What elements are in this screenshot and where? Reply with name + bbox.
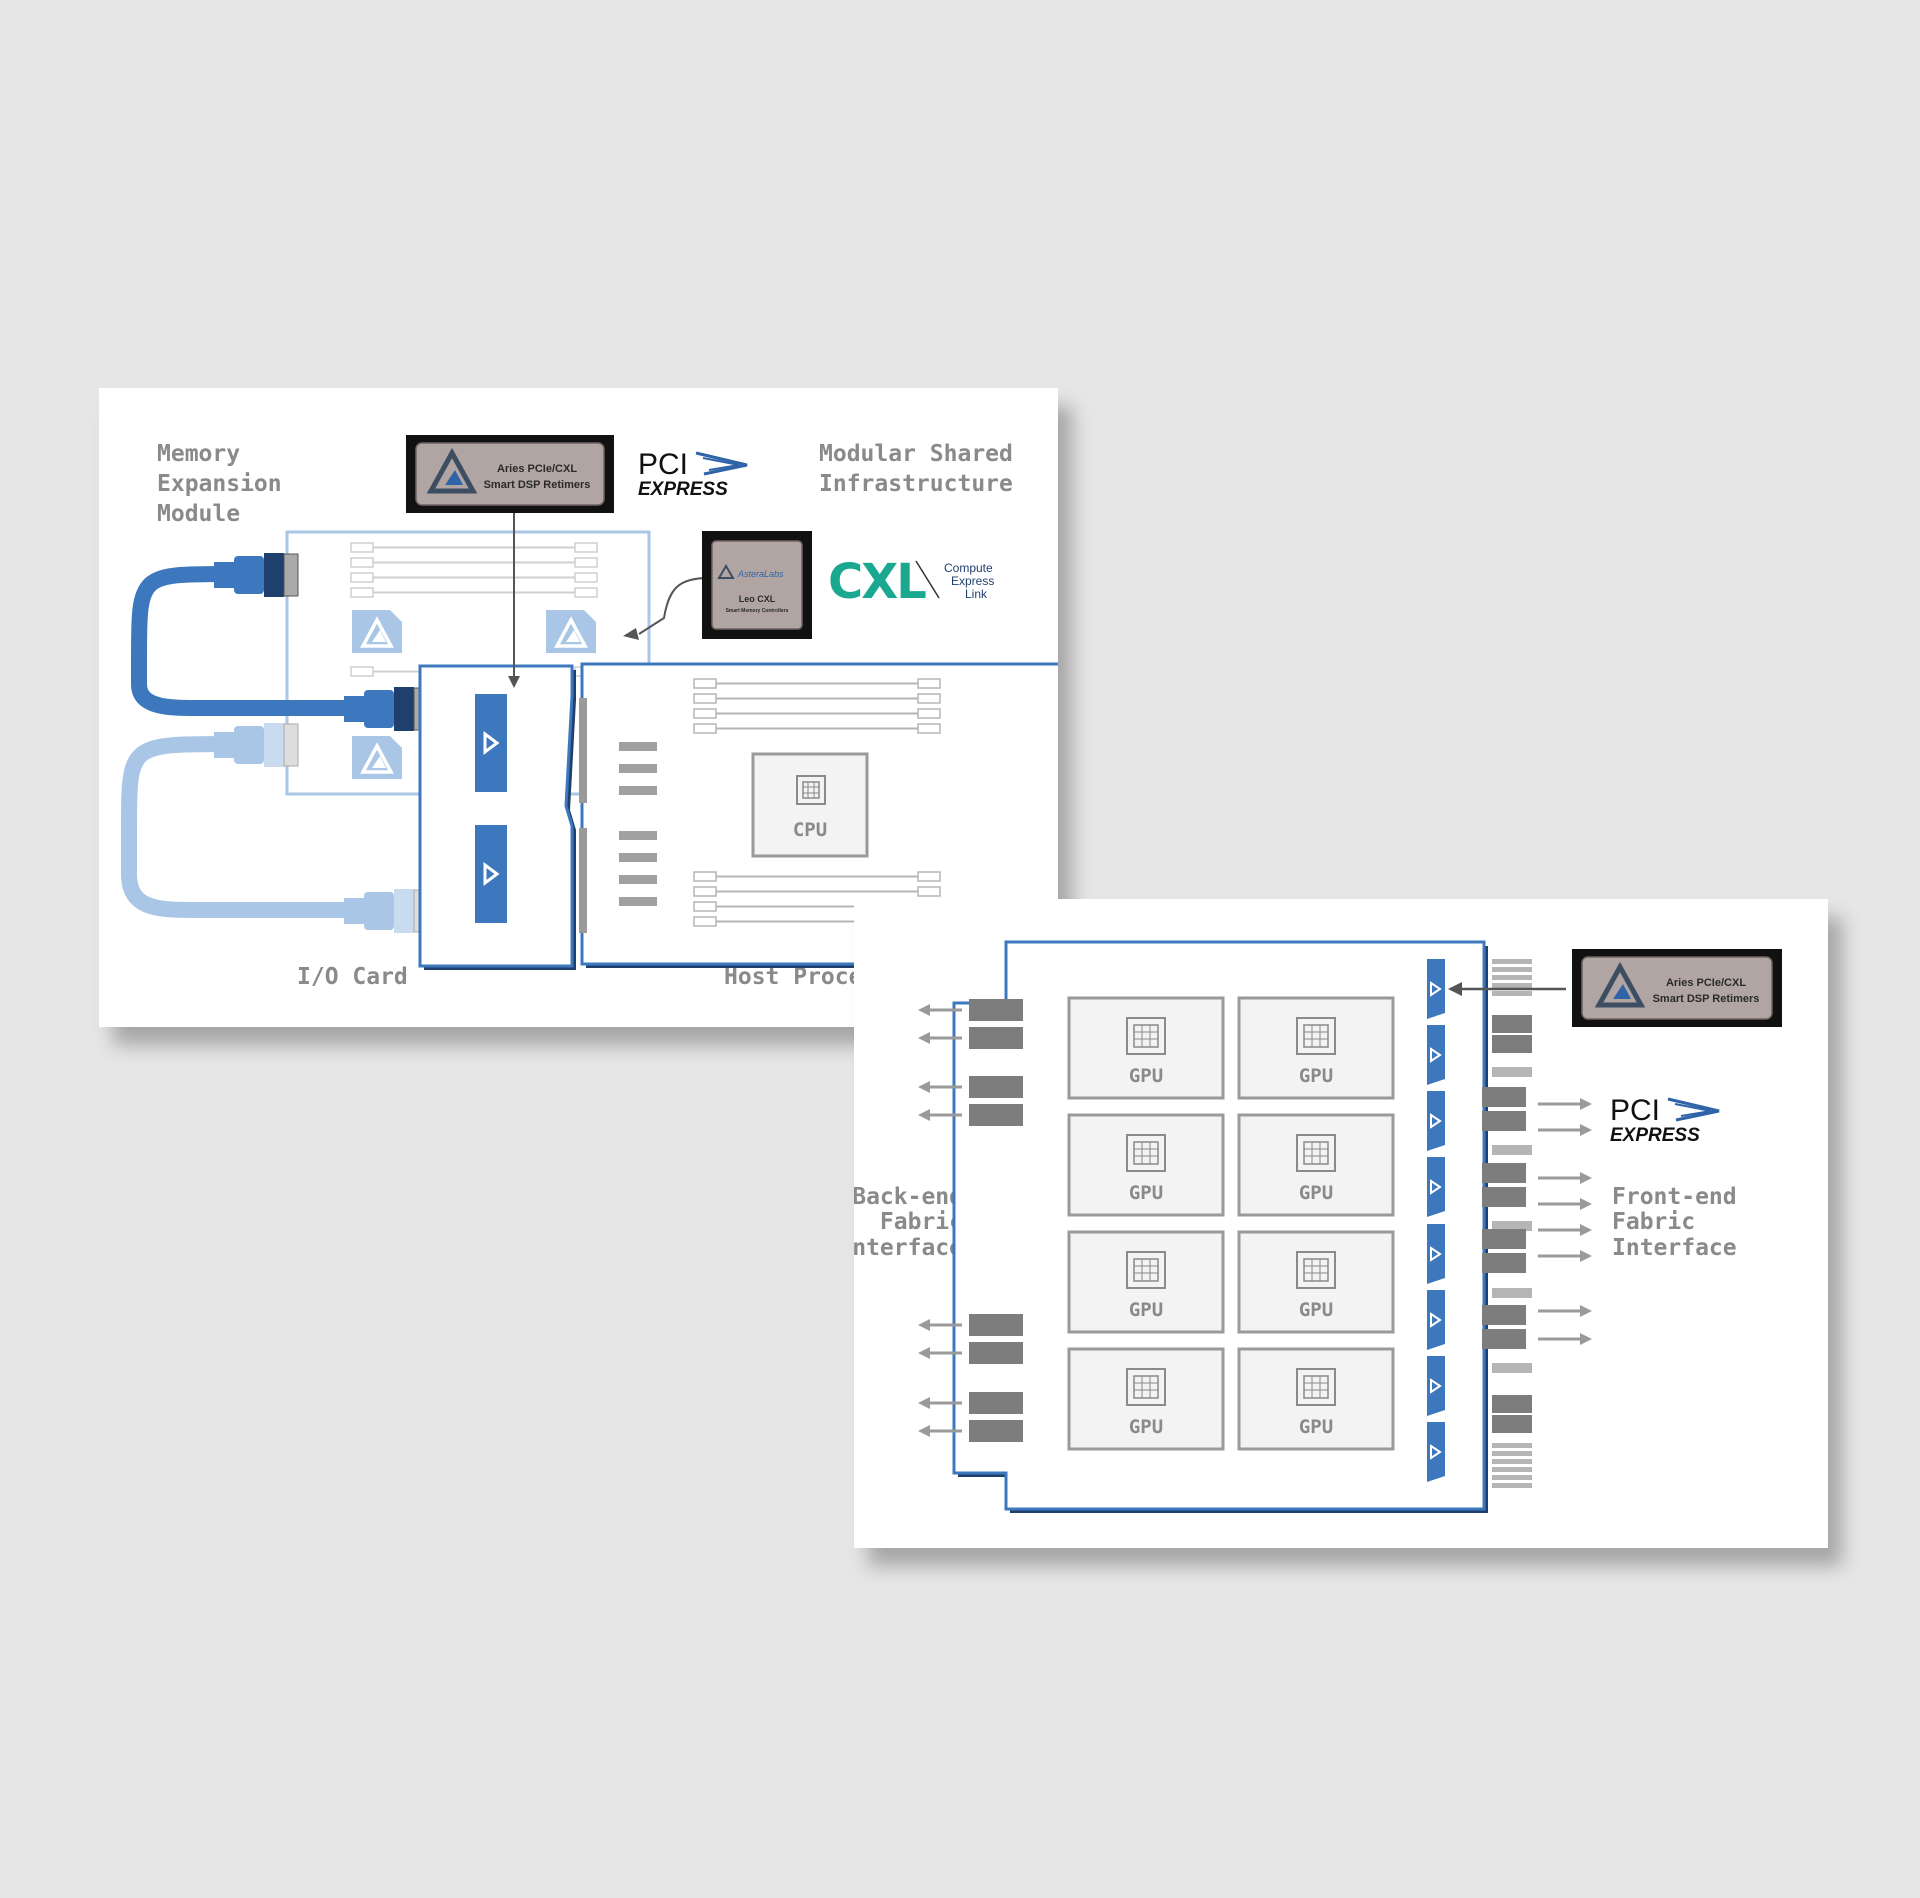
backend-ports <box>969 999 1023 1442</box>
svg-text:GPU: GPU <box>1129 1416 1163 1438</box>
svg-text:GPU: GPU <box>1299 1416 1333 1438</box>
aries-retimer-chip: Aries PCIe/CXL Smart DSP Retimers <box>406 435 614 513</box>
retimer-icon <box>483 862 500 886</box>
cxl-logo: CXL Compute Express Link <box>828 554 994 610</box>
svg-text:GPU: GPU <box>1129 1299 1163 1321</box>
svg-text:Fabric: Fabric <box>880 1209 963 1235</box>
svg-text:Modular Shared: Modular Shared <box>819 441 1013 467</box>
aries-retimer-chip: Aries PCIe/CXL Smart DSP Retimers <box>1572 949 1782 1027</box>
svg-text:GPU: GPU <box>1299 1182 1333 1204</box>
svg-text:CPU: CPU <box>793 819 827 841</box>
leo-cxl-chip: AsteraLabs Leo CXL Smart Memory Controll… <box>702 531 812 639</box>
memory-controller-icon <box>546 610 596 653</box>
retimer-icon <box>483 731 500 755</box>
svg-text:Compute: Compute <box>944 561 993 575</box>
svg-text:GPU: GPU <box>1299 1299 1333 1321</box>
svg-text:Aries PCIe/CXL: Aries PCIe/CXL <box>1666 977 1746 989</box>
cable-dark <box>131 566 379 716</box>
svg-text:Back-end: Back-end <box>854 1184 963 1210</box>
astera-logo-icon <box>426 447 478 494</box>
shared-infra-label: Modular Shared Infrastructure <box>819 441 1013 497</box>
memory-controller-icon <box>352 736 402 779</box>
gpu-6: GPU <box>1237 1230 1395 1334</box>
svg-text:Aries PCIe/CXL: Aries PCIe/CXL <box>497 463 577 475</box>
gpu-5: GPU <box>1067 1230 1225 1334</box>
svg-text:Express: Express <box>951 574 994 588</box>
gpu-server-diagram: Back-end Fabric Interface Front-end Fabr… <box>854 899 1828 1548</box>
svg-text:Link: Link <box>965 587 988 601</box>
frontend-ports <box>1482 959 1532 1488</box>
pci-express-logo: PCI EXPRESS <box>638 448 748 500</box>
chip-icon <box>796 775 826 805</box>
svg-text:Infrastructure: Infrastructure <box>819 471 1013 497</box>
memory-controller-icon <box>352 610 402 653</box>
backend-fabric-label: Back-end Fabric Interface <box>854 1184 963 1261</box>
astera-logo-icon <box>1594 961 1646 1008</box>
gpu-7: GPU <box>1067 1347 1225 1451</box>
cable-light <box>121 736 407 918</box>
frontend-fabric-label: Front-end Fabric Interface <box>1612 1184 1737 1261</box>
gpu-2: GPU <box>1237 996 1395 1100</box>
svg-text:Front-end: Front-end <box>1612 1184 1737 1210</box>
svg-text:Smart DSP Retimers: Smart DSP Retimers <box>1653 993 1760 1005</box>
svg-text:Interface: Interface <box>1612 1235 1737 1261</box>
svg-text:EXPRESS: EXPRESS <box>1610 1125 1700 1146</box>
svg-text:Fabric: Fabric <box>1612 1209 1695 1235</box>
svg-text:Module: Module <box>157 501 240 527</box>
memory-expansion-diagram: Memory Expansion Module Modular Shared I… <box>99 388 1058 1027</box>
gpu-1: GPU <box>1067 996 1225 1100</box>
frontend-arrows <box>1536 1096 1594 1347</box>
svg-text:Memory: Memory <box>157 441 240 467</box>
svg-text:GPU: GPU <box>1299 1065 1333 1087</box>
svg-text:PCI: PCI <box>638 448 688 481</box>
svg-text:Smart DSP Retimers: Smart DSP Retimers <box>484 479 591 491</box>
gpu-4: GPU <box>1237 1113 1395 1217</box>
astera-logo-icon <box>717 564 735 579</box>
gpu-8: GPU <box>1237 1347 1395 1451</box>
pci-express-logo: PCI EXPRESS <box>1610 1094 1720 1146</box>
gpu-3: GPU <box>1067 1113 1225 1217</box>
svg-text:Leo CXL: Leo CXL <box>739 594 776 604</box>
svg-text:Expansion: Expansion <box>157 471 282 497</box>
svg-text:AsteraLabs: AsteraLabs <box>737 569 784 579</box>
io-card-label: I/O Card <box>297 964 408 990</box>
cable-connector <box>214 723 299 767</box>
svg-text:EXPRESS: EXPRESS <box>638 479 728 500</box>
svg-text:GPU: GPU <box>1129 1182 1163 1204</box>
io-card <box>418 664 576 970</box>
svg-text:CXL: CXL <box>828 554 926 610</box>
svg-text:PCI: PCI <box>1610 1094 1660 1127</box>
svg-text:Interface: Interface <box>854 1235 963 1261</box>
cpu-chip: CPU <box>751 752 869 858</box>
memory-module-label: Memory Expansion Module <box>157 441 282 527</box>
cable-connector <box>214 553 299 597</box>
cable-connector <box>344 889 429 933</box>
svg-text:GPU: GPU <box>1129 1065 1163 1087</box>
svg-text:Smart Memory Controllers: Smart Memory Controllers <box>726 608 789 614</box>
